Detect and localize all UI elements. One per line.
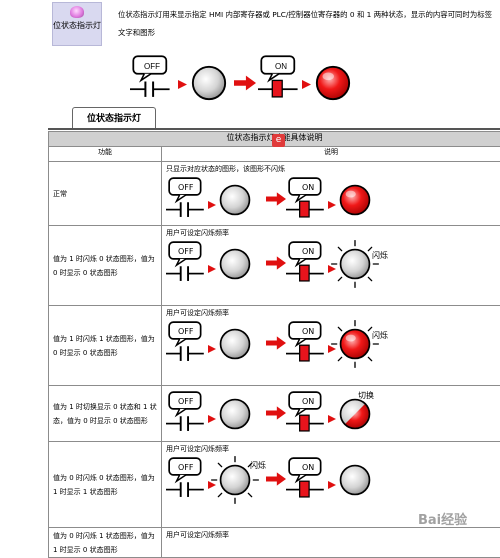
function-cell: 值为 1 时闪烁 0 状态图形，值为 0 时显示 0 状态图形 (49, 226, 162, 306)
arrow-icon (266, 336, 286, 349)
description-cell: 只显示对应状态的图形，该图形不闪烁 OFF ON (162, 162, 500, 226)
arrow-icon (208, 265, 216, 273)
arrow-icon (328, 265, 336, 273)
intro-description: 位状态指示灯用来显示指定 HMI 内部寄存器或 PLC/控制器位寄存器的 0 和… (118, 6, 492, 42)
lamp-icon (221, 330, 250, 359)
on-tag: ON (275, 62, 287, 71)
lamp-icon (221, 186, 250, 215)
arrow-icon (328, 201, 336, 209)
arrow-icon (208, 345, 216, 353)
intro-diagram: OFF ON (130, 52, 360, 112)
lamp-on-icon (317, 67, 349, 99)
description-text: 用户可设定闪烁频率 (162, 306, 500, 318)
lamp-icon (341, 466, 370, 495)
lamp-icon (221, 466, 250, 495)
description-text: 只显示对应状态的图形，该图形不闪烁 (162, 162, 500, 174)
lamp-off-icon (193, 67, 225, 99)
arrow-icon (208, 481, 216, 489)
divider (48, 128, 500, 130)
note-label: 闪烁 (250, 460, 266, 470)
table-row: 正常只显示对应状态的图形，该图形不闪烁 OFF ON (49, 162, 500, 226)
state-diagram: OFF ON 闪烁 (162, 318, 422, 368)
watermark-logo-icon: e (272, 134, 285, 147)
on-tag: ON (302, 247, 314, 256)
off-tag: OFF (178, 327, 194, 336)
state-diagram: OFF ON 切换 (162, 388, 422, 438)
watermark: Bai经验 (418, 509, 467, 528)
lamp-icon (221, 400, 250, 429)
function-cell: 正常 (49, 162, 162, 226)
table-row: 值为 1 时闪烁 0 状态图形，值为 0 时显示 0 状态图形用户可设定闪烁频率… (49, 226, 500, 306)
bit-lamp-icon: 位状态指示灯 (52, 2, 102, 46)
intro-icon-label: 位状态指示灯 (53, 21, 101, 31)
description-cell: 用户可设定闪烁频率 OFF ON 闪烁 (162, 226, 500, 306)
tab-bit-lamp[interactable]: 位状态指示灯 (72, 107, 156, 129)
arrow-icon (178, 80, 187, 89)
arrow-icon (234, 76, 256, 91)
description-text: 用户可设定闪烁频率 (162, 226, 500, 238)
state-diagram: OFF ON 闪烁 (162, 238, 422, 288)
arrow-icon (208, 201, 216, 209)
description-cell: 用户可设定闪烁频率 OFF ON 闪烁 (162, 306, 500, 386)
arrow-icon (266, 406, 286, 419)
lamp-icon (341, 250, 370, 279)
arrow-icon (208, 415, 216, 423)
description-text: 用户可设定闪烁频率 (162, 528, 500, 540)
on-tag: ON (302, 397, 314, 406)
lamp-icon (221, 250, 250, 279)
function-cell: 值为 0 时闪烁 1 状态图形，值为 1 时显示 0 状态图形 (49, 528, 162, 558)
arrow-icon (266, 472, 286, 485)
lamp-icon (341, 400, 370, 429)
table-row: 值为 1 时闪烁 1 状态图形，值为 0 时显示 0 状态图形用户可设定闪烁频率… (49, 306, 500, 386)
off-tag: OFF (178, 463, 194, 472)
function-table: 位状态指示灯功能具体说明 功能 说明 正常只显示对应状态的图形，该图形不闪烁OF… (48, 131, 500, 558)
arrow-icon (328, 415, 336, 423)
description-cell: OFF ON 切换 (162, 386, 500, 442)
lamp-bulb-icon (70, 6, 84, 18)
note-label: 闪烁 (372, 330, 388, 340)
state-diagram: OFF ON (162, 174, 422, 224)
function-cell: 值为 0 时闪烁 0 状态图形，值为 1 时显示 1 状态图形 (49, 442, 162, 528)
on-tag: ON (302, 327, 314, 336)
arrow-icon (266, 192, 286, 205)
function-cell: 值为 1 时闪烁 1 状态图形，值为 0 时显示 0 状态图形 (49, 306, 162, 386)
function-cell: 值为 1 时切换显示 0 状态和 1 状态，值为 0 时显示 0 状态图形 (49, 386, 162, 442)
on-tag: ON (302, 183, 314, 192)
column-header-function: 功能 (49, 147, 162, 162)
table-row: 值为 0 时闪烁 1 状态图形，值为 1 时显示 0 状态图形用户可设定闪烁频率 (49, 528, 500, 558)
arrow-icon (328, 345, 336, 353)
arrow-icon (328, 481, 336, 489)
off-tag: OFF (178, 397, 194, 406)
state-diagram: OFF 闪烁 ON (162, 454, 422, 504)
on-tag: ON (302, 463, 314, 472)
off-tag: OFF (178, 183, 194, 192)
arrow-icon (266, 256, 286, 269)
lamp-icon (341, 186, 370, 215)
arrow-icon (302, 80, 311, 89)
description-text: 用户可设定闪烁频率 (162, 442, 500, 454)
description-cell: 用户可设定闪烁频率 (162, 528, 500, 558)
note-label: 闪烁 (372, 250, 388, 260)
off-tag: OFF (178, 247, 194, 256)
note-label: 切换 (358, 390, 374, 400)
column-header-description: 说明 (162, 147, 500, 162)
off-tag: OFF (144, 62, 160, 71)
lamp-icon (341, 330, 370, 359)
